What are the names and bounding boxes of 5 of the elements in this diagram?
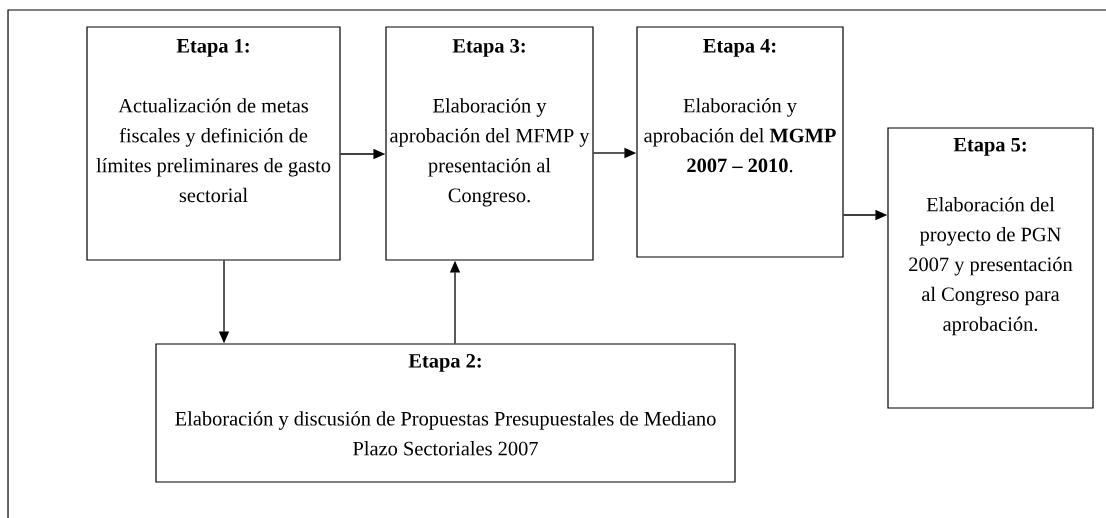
stage-box: Etapa 1: Actualización de metas fiscales y definición de límites preliminares de gasto sectorial — [86, 26, 341, 261]
stage-box: Etapa 3: Elaboración y aprobación del MFMP y presentación al Congreso. — [385, 26, 594, 261]
stage-box: Etapa 2: Elaboración y discusión de Propuestas Presupuestales de Mediano Plazo Sectoriales 2007 — [155, 343, 736, 483]
stage-box: Etapa 4: Elaboración y aprobación del MGMP 2007 – 2010. — [636, 26, 844, 258]
stage-box: Etapa 5: Elaboración del proyecto de PGN 2007 y presentación al Congreso para aprobación. — [887, 127, 1094, 409]
